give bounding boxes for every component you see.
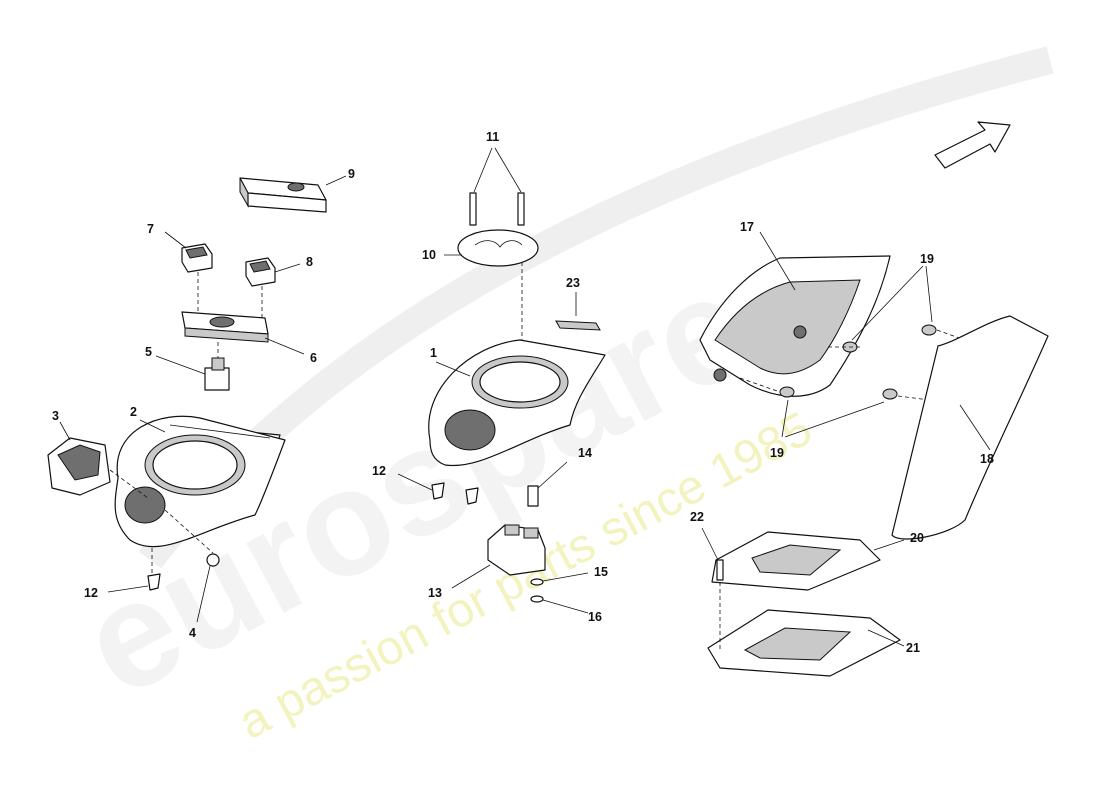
label-18: 18 — [980, 452, 994, 466]
callout-labels: 1 2 3 4 5 6 7 8 9 10 11 12 12 13 14 15 1… — [52, 130, 994, 655]
label-13: 13 — [428, 586, 442, 600]
label-12-left: 12 — [84, 586, 98, 600]
label-19-top: 19 — [920, 252, 934, 266]
label-14: 14 — [578, 446, 592, 460]
part-12-clip-center — [431, 482, 479, 505]
part-17-lid — [699, 255, 891, 397]
label-11: 11 — [486, 130, 499, 144]
label-23: 23 — [566, 276, 580, 290]
label-20: 20 — [910, 531, 924, 545]
part-16-nut — [530, 595, 544, 603]
label-6: 6 — [310, 351, 317, 365]
label-3: 3 — [52, 409, 59, 423]
part-14-pin — [527, 485, 539, 507]
label-9: 9 — [348, 167, 355, 181]
part-22-screw — [716, 559, 724, 581]
part-18-panel — [891, 315, 1049, 540]
label-7: 7 — [147, 222, 154, 236]
label-1: 1 — [430, 346, 437, 360]
part-23-strip — [555, 320, 601, 331]
part-10-cover — [457, 229, 539, 267]
label-16: 16 — [588, 610, 602, 624]
label-2: 2 — [130, 405, 137, 419]
label-17: 17 — [740, 220, 754, 234]
part-15-washer — [530, 578, 544, 586]
part-2-console — [114, 415, 286, 548]
label-8: 8 — [306, 255, 313, 269]
part-4-screw — [206, 553, 220, 567]
direction-arrow-icon — [934, 121, 1011, 169]
label-4: 4 — [189, 626, 196, 640]
part-11-screws — [469, 192, 525, 226]
part-3-switch-block — [47, 437, 111, 496]
part-7-switch — [181, 243, 213, 273]
part-1-console — [428, 339, 606, 467]
label-12-center: 12 — [372, 464, 386, 478]
part-21-frame — [707, 609, 901, 677]
label-22: 22 — [690, 510, 704, 524]
part-12-clip-left — [147, 573, 161, 591]
part-8-switch — [245, 257, 276, 287]
label-15: 15 — [594, 565, 608, 579]
label-5: 5 — [145, 345, 152, 359]
part-6-carrier — [181, 311, 269, 343]
part-9-bracket — [239, 177, 327, 213]
part-5-knob — [204, 357, 230, 391]
label-19-bottom: 19 — [770, 446, 784, 460]
part-20-frame — [711, 531, 881, 591]
label-21: 21 — [906, 641, 920, 655]
label-10: 10 — [422, 248, 436, 262]
part-13-module — [487, 524, 546, 576]
